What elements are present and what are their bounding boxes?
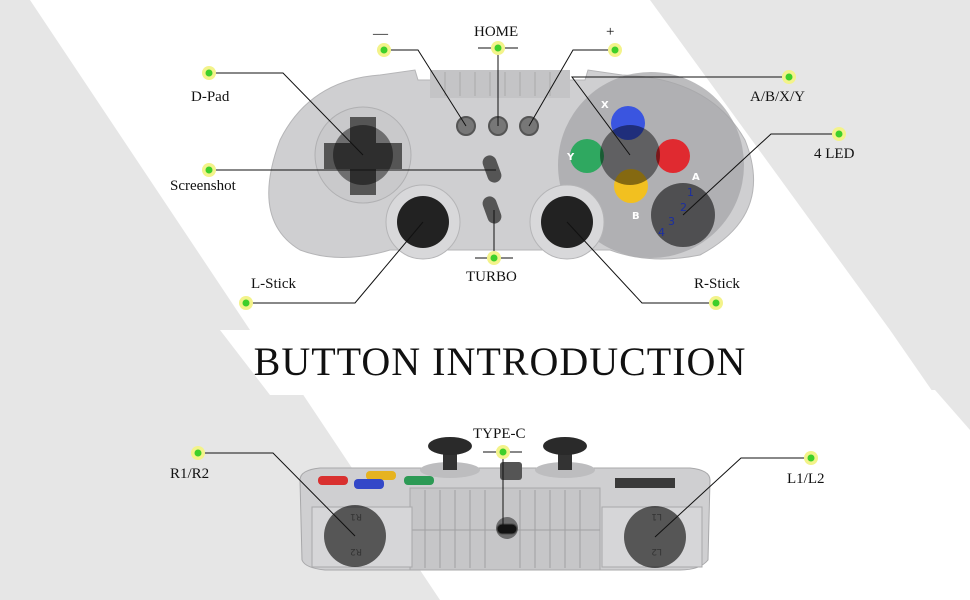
label-plus: +	[606, 24, 614, 40]
top-grip-ridges	[430, 70, 570, 98]
label-l1l2: L1/L2	[787, 471, 825, 487]
label-screenshot: Screenshot	[170, 178, 237, 194]
led-2: 2	[680, 201, 687, 214]
marker-home	[491, 41, 505, 55]
marker-dpad	[202, 66, 216, 80]
l1-mark: L1	[651, 511, 662, 521]
label-dpad: D-Pad	[191, 89, 230, 105]
page-title: BUTTON INTRODUCTION	[254, 339, 747, 384]
y-mark: Y	[566, 152, 575, 163]
marker-rstick	[709, 296, 723, 310]
led-1: 1	[687, 186, 694, 199]
label-lstick: L-Stick	[251, 276, 296, 292]
top-yellow-button	[366, 471, 396, 480]
label-abxy: A/B/X/Y	[750, 89, 805, 105]
led-3: 3	[668, 215, 675, 228]
marker-minus	[377, 43, 391, 57]
controller-front: X Y A B 1 2 3 4	[268, 69, 755, 260]
left-stick-cap	[428, 437, 472, 455]
screenshot-button[interactable]	[481, 153, 504, 184]
front-leader-lines	[209, 47, 839, 304]
y-button[interactable]	[570, 139, 604, 173]
turbo-switch-top	[500, 462, 522, 480]
turbo-button[interactable]	[481, 194, 504, 225]
right-stick-cap	[543, 437, 587, 455]
marker-turbo	[487, 251, 501, 265]
dpad-top	[615, 478, 675, 488]
r2-mark: R2	[350, 546, 362, 556]
front-markers	[202, 41, 846, 310]
typec-port	[496, 523, 518, 535]
label-r1r2: R1/R2	[170, 466, 209, 482]
label-home: HOME	[474, 24, 518, 40]
r1-mark: R1	[350, 511, 362, 521]
label-turbo: TURBO	[466, 269, 517, 285]
top-markers	[191, 445, 818, 465]
marker-abxy	[782, 70, 796, 84]
typec-highlight	[496, 517, 518, 539]
a-button[interactable]	[656, 139, 690, 173]
b-button[interactable]	[614, 169, 648, 203]
marker-lstick	[239, 296, 253, 310]
top-red-button	[318, 476, 348, 485]
marker-led	[832, 127, 846, 141]
label-typec: TYPE-C	[473, 426, 526, 442]
x-button[interactable]	[611, 106, 645, 140]
marker-typec	[496, 445, 510, 459]
led-4: 4	[658, 226, 665, 239]
l2-mark: L2	[651, 546, 662, 556]
dpad[interactable]	[324, 117, 402, 195]
top-labels: R1/R2 TYPE-C L1/L2	[170, 426, 825, 487]
front-labels: — HOME + D-Pad A/B/X/Y 4 LED Screenshot …	[170, 24, 855, 292]
label-led: 4 LED	[814, 146, 855, 162]
background-panel-title	[220, 330, 935, 395]
a-mark: A	[692, 172, 700, 183]
b-mark: B	[632, 211, 640, 222]
marker-r1r2	[191, 446, 205, 460]
marker-plus	[608, 43, 622, 57]
label-minus: —	[372, 26, 389, 42]
marker-screenshot	[202, 163, 216, 177]
label-rstick: R-Stick	[694, 276, 740, 292]
marker-l1l2	[804, 451, 818, 465]
top-green-button	[404, 476, 434, 485]
x-mark: X	[601, 100, 609, 111]
top-blue-button	[354, 479, 384, 489]
